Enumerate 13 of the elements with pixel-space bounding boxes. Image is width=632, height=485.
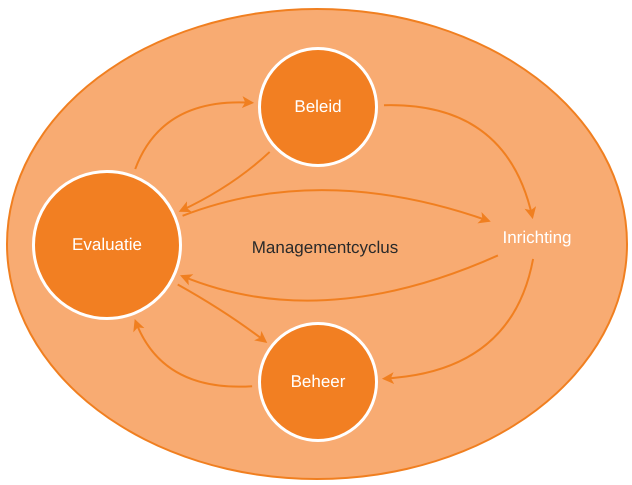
arrow: [182, 189, 491, 224]
stage-label: Beheer: [290, 372, 346, 392]
arrow: [382, 258, 534, 384]
cycle-label: Managementcyclus: [252, 238, 398, 258]
arrow: [134, 96, 254, 170]
stage-label: Inrichting: [502, 228, 572, 248]
arrow: [178, 151, 270, 212]
arrow: [134, 319, 252, 388]
arrow: [177, 284, 268, 343]
stage-label: Beleid: [294, 97, 342, 117]
arrow: [180, 254, 498, 302]
arrow: [384, 104, 536, 220]
stage-label: Evaluatie: [72, 235, 142, 255]
